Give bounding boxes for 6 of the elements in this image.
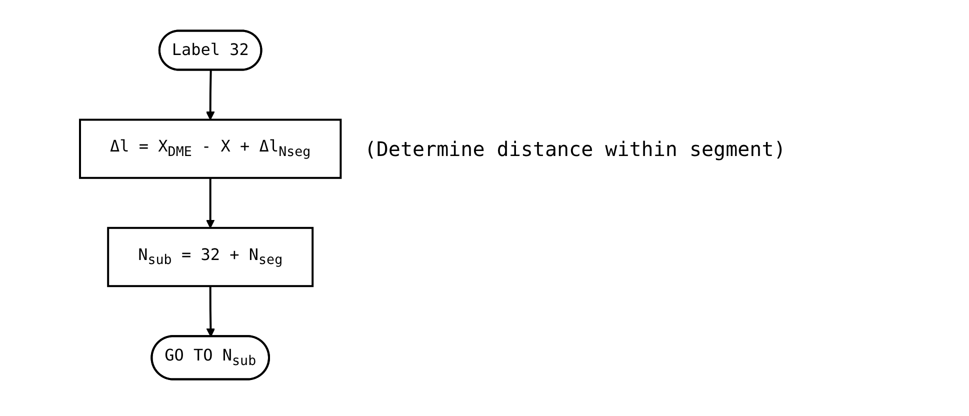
node-box: Δl = X$_{DME}$ - X + Δl$_{Nseg}$ — [78, 118, 342, 179]
arrow — [206, 70, 214, 120]
annotation-note: (Determine distance within segment) — [364, 136, 786, 161]
arrow — [206, 286, 215, 337]
arrow — [206, 178, 214, 228]
node-box: N$_{sub}$ = 32 + N$_{seg}$ — [106, 226, 314, 288]
